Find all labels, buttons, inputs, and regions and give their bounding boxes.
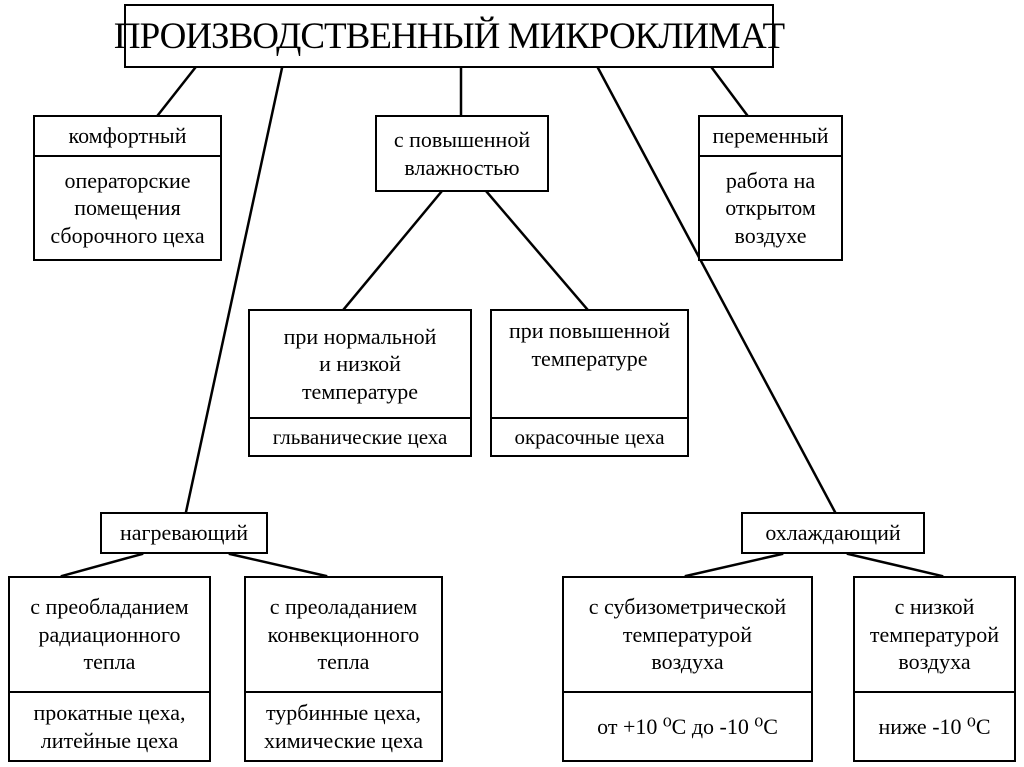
humid-high-temp-example: окрасочные цеха [492, 417, 687, 455]
heating-radiation-example-line: литейные цеха [40, 727, 179, 753]
variable-box: переменный работа на открытом воздухе [698, 115, 843, 261]
cooling-low-temp-label-line: воздуха [898, 649, 971, 675]
variable-example-line: работа на [725, 167, 816, 193]
humid-label-line: с повышенной [393, 127, 531, 152]
connector-humid-normal [342, 189, 444, 311]
humid-normal-temp-box: при нормальной и низкой температуре гльв… [248, 309, 472, 457]
humid-normal-temp-label-line: температуре [301, 378, 419, 404]
heating-convection-label-line: конвекционного [267, 621, 420, 647]
cooling-low-temp-label-line: с низкой [894, 594, 975, 620]
heating-radiation-label-line: тепла [83, 649, 136, 675]
connector-heating-radiation [60, 552, 144, 578]
cooling-subisometric-label: с субизометрической температурой воздуха [564, 578, 811, 691]
heating-radiation-label: с преобладанием радиационного тепла [10, 578, 209, 691]
comfort-example-line: операторские [64, 167, 191, 193]
humid-normal-temp-label-line: и низкой [319, 351, 401, 377]
variable-label: переменный [700, 117, 841, 155]
comfort-example: операторские помещения сборочного цеха [35, 155, 220, 259]
cooling-low-temp-example-text: ниже -10 ⁰С [878, 713, 991, 739]
humid-normal-temp-label-line: при нормальной [283, 323, 437, 349]
connector-humid-high [484, 189, 589, 311]
cooling-subisometric-example: от +10 ⁰С до -10 ⁰С [564, 691, 811, 760]
heating-convection-box: с преоладанием конвекционного тепла турб… [244, 576, 443, 762]
heating-convection-example-line: химические цеха [263, 727, 424, 753]
heating-radiation-box: с преобладанием радиационного тепла прок… [8, 576, 211, 762]
comfort-box: комфортный операторские помещения сбороч… [33, 115, 222, 261]
cooling-label: охлаждающий [765, 520, 901, 545]
cooling-box: охлаждающий [741, 512, 925, 554]
comfort-label-text: комфортный [68, 123, 187, 149]
connector-title-heating [184, 66, 284, 514]
humid-normal-temp-example-text: гльванические цеха [272, 424, 448, 449]
heating-label: нагревающий [119, 520, 249, 545]
diagram-title: ПРОИЗВОДСТВЕННЫЙ МИКРОКЛИМАТ [114, 4, 785, 68]
heating-radiation-example: прокатные цеха, литейные цеха [10, 691, 209, 760]
humid-normal-temp-example: гльванические цеха [250, 417, 470, 455]
diagram-title-text: ПРОИЗВОДСТВЕННЫЙ МИКРОКЛИМАТ [113, 15, 785, 57]
humid-label-line: влажностью [404, 154, 520, 180]
connector-title-cooling [596, 66, 837, 514]
connector-cooling-low [846, 552, 944, 578]
cooling-subisometric-box: с субизометрической температурой воздуха… [562, 576, 813, 762]
cooling-subisometric-example-text: от +10 ⁰С до -10 ⁰С [597, 713, 778, 739]
heating-box: нагревающий [100, 512, 268, 554]
variable-example-line: открытом [725, 195, 816, 221]
heating-convection-label: с преоладанием конвекционного тепла [246, 578, 441, 691]
connector-cooling-subisometric [684, 552, 784, 578]
humid-high-temp-label: при повышенной температуре [492, 311, 687, 417]
variable-label-text: переменный [712, 123, 829, 149]
connector-title-comfort [156, 66, 197, 117]
heating-convection-label-line: тепла [317, 649, 370, 675]
humid-box: с повышенной влажностью [375, 115, 549, 192]
cooling-subisometric-label-line: воздуха [651, 649, 724, 675]
heating-convection-example: турбинные цеха, химические цеха [246, 691, 441, 760]
humid-high-temp-example-text: окрасочные цеха [514, 424, 665, 449]
comfort-label: комфортный [35, 117, 220, 155]
heating-radiation-label-line: с преобладанием [30, 594, 189, 620]
cooling-subisometric-label-line: температурой [622, 621, 753, 647]
connector-heating-convection [228, 552, 328, 578]
cooling-low-temp-box: с низкой температурой воздуха ниже -10 ⁰… [853, 576, 1016, 762]
variable-example: работа на открытом воздухе [700, 155, 841, 259]
heating-radiation-example-line: прокатные цеха, [33, 700, 186, 725]
humid-high-temp-box: при повышенной температуре окрасочные це… [490, 309, 689, 457]
heating-radiation-label-line: радиационного [38, 621, 181, 647]
variable-example-line: воздухе [734, 222, 807, 248]
cooling-low-temp-example: ниже -10 ⁰С [855, 691, 1014, 760]
humid-high-temp-label-line: температуре [531, 345, 648, 371]
humid-normal-temp-label: при нормальной и низкой температуре [250, 311, 470, 417]
humid-high-temp-label-line: при повышенной [508, 318, 670, 343]
humid-label: с повышенной влажностью [377, 117, 547, 190]
comfort-example-line: сборочного цеха [50, 222, 205, 248]
cooling-subisometric-label-line: с субизометрической [588, 594, 787, 620]
comfort-example-line: помещения [74, 195, 181, 221]
connector-title-variable [710, 66, 749, 117]
heating-convection-example-line: турбинные цеха, [265, 700, 422, 725]
heating-convection-label-line: с преоладанием [269, 594, 418, 620]
cooling-low-temp-label: с низкой температурой воздуха [855, 578, 1014, 691]
cooling-low-temp-label-line: температурой [869, 621, 1000, 647]
